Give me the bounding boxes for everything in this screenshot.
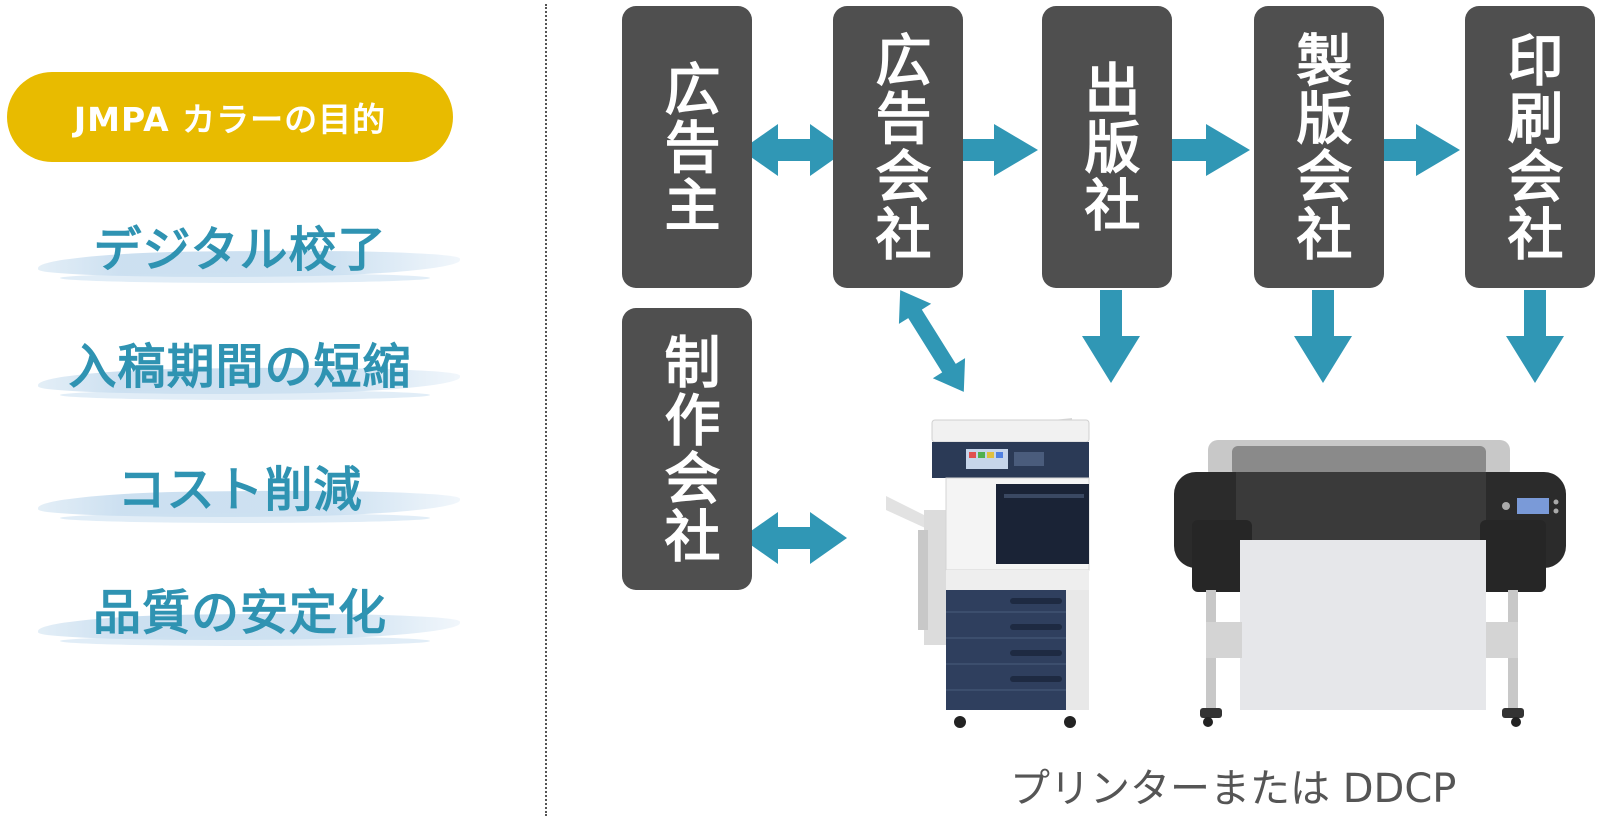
purpose-panel: JMPA カラーの目的 デジタル校了 入稿期間の短縮 コスト削減 品質の安定化 [0,0,545,821]
box-advertiser: 広告主 [622,6,752,288]
box-production-company: 制作会社 [622,308,752,590]
arrow-prepress-printer [1384,124,1460,176]
purpose-title-badge: JMPA カラーの目的 [7,72,453,162]
goal-text: 入稿期間の短縮 [68,339,412,395]
double-arrow-advertiser-agency [741,124,847,176]
copier-icon [886,418,1090,728]
double-arrow-agency-device [898,290,966,392]
goal-text: 品質の安定化 [92,585,387,641]
goal-text: コスト削減 [117,462,363,518]
box-ad-agency: 広告会社 [833,6,963,288]
wide-format-printer-icon [1174,440,1566,727]
section-divider [545,4,547,816]
goal-item-digital-approval: デジタル校了 [20,205,461,285]
arrow-publisher-prepress [1172,124,1250,176]
double-arrow-production-device [741,512,847,564]
device-caption: プリンターまたは DDCP [1010,766,1457,812]
arrow-down-prepress [1294,290,1352,383]
arrow-agency-publisher [962,124,1038,176]
box-prepress: 製版会社 [1254,6,1384,288]
box-printing-company: 印刷会社 [1465,6,1595,288]
goal-text: デジタル校了 [93,222,387,278]
goal-item-cost-reduction: コスト削減 [20,445,461,525]
arrow-down-publisher [1082,290,1140,383]
arrow-down-printer [1506,290,1564,383]
goal-item-shorter-lead-time: 入稿期間の短縮 [20,322,461,402]
box-publisher: 出版社 [1042,6,1172,288]
goal-item-quality-stability: 品質の安定化 [20,568,461,648]
